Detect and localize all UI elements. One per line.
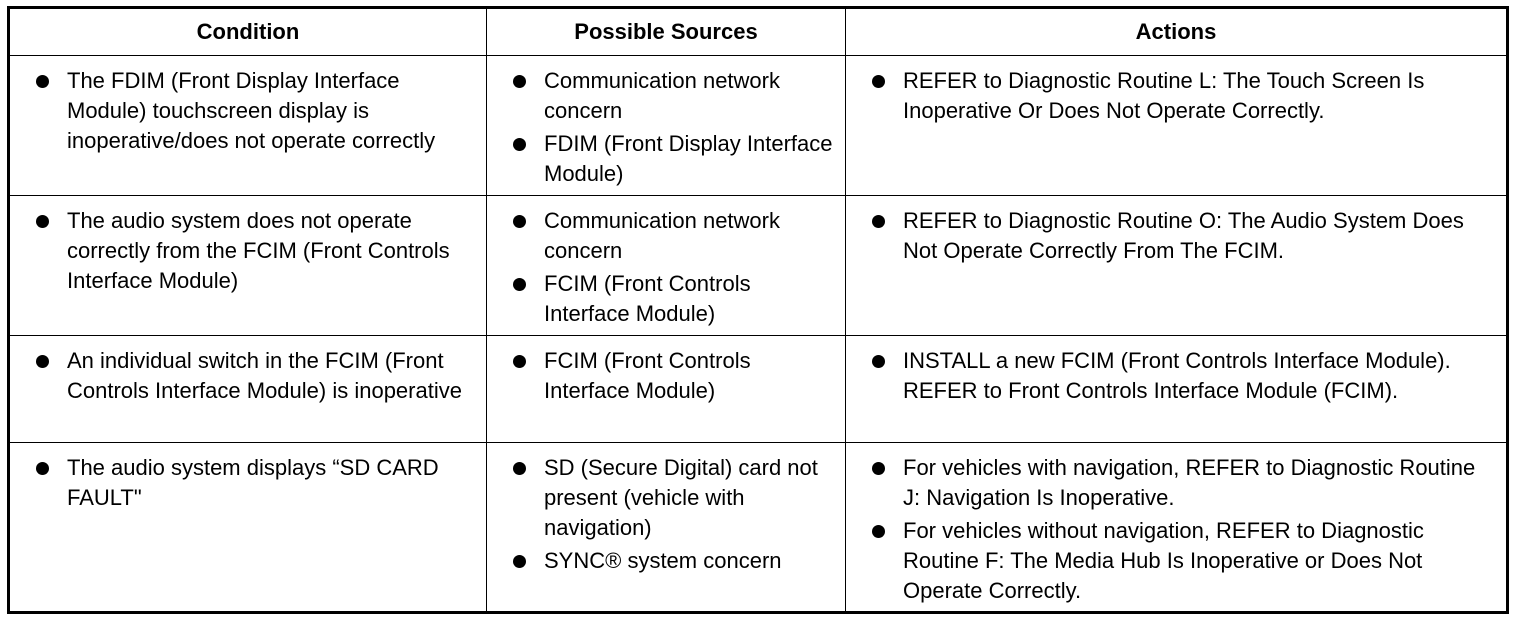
condition-cell: The audio system displays “SD CARD FAULT…	[8, 442, 487, 613]
list-item-text: REFER to Diagnostic Routine L: The Touch…	[903, 68, 1425, 123]
list-item-text: Communication network concern	[544, 68, 780, 123]
list-item: INSTALL a new FCIM (Front Controls Inter…	[868, 346, 1498, 406]
actions-list: For vehicles with navigation, REFER to D…	[846, 443, 1506, 606]
list-item-text: INSTALL a new FCIM (Front Controls Inter…	[903, 348, 1451, 403]
list-item-text: The FDIM (Front Display Interface Module…	[67, 68, 436, 153]
condition-cell: The audio system does not operate correc…	[8, 195, 487, 336]
list-item: An individual switch in the FCIM (Front …	[32, 346, 478, 406]
sources-cell: FCIM (Front Controls Interface Module)	[486, 335, 846, 443]
actions-cell: REFER to Diagnostic Routine O: The Audio…	[845, 195, 1508, 336]
list-item: REFER to Diagnostic Routine L: The Touch…	[868, 66, 1498, 126]
list-item: The FDIM (Front Display Interface Module…	[32, 66, 478, 156]
bullet-icon	[513, 355, 526, 368]
bullet-icon	[513, 75, 526, 88]
actions-cell: REFER to Diagnostic Routine L: The Touch…	[845, 55, 1508, 196]
list-item: SYNC® system concern	[509, 546, 837, 576]
list-item: The audio system displays “SD CARD FAULT…	[32, 453, 478, 513]
bullet-icon	[36, 462, 49, 475]
list-item: SD (Secure Digital) card not present (ve…	[509, 453, 837, 543]
list-item-text: For vehicles with navigation, REFER to D…	[903, 455, 1476, 510]
bullet-icon	[872, 525, 885, 538]
list-item: The audio system does not operate correc…	[32, 206, 478, 296]
bullet-icon	[513, 215, 526, 228]
actions-list: REFER to Diagnostic Routine O: The Audio…	[846, 196, 1506, 266]
condition-list: The audio system displays “SD CARD FAULT…	[10, 443, 486, 513]
column-header-possible-sources: Possible Sources	[486, 7, 846, 56]
actions-cell: For vehicles with navigation, REFER to D…	[845, 442, 1508, 613]
bullet-icon	[36, 355, 49, 368]
table-header: Condition Possible Sources Actions	[8, 7, 1508, 56]
condition-cell: The FDIM (Front Display Interface Module…	[8, 55, 487, 196]
table-row: The audio system displays “SD CARD FAULT…	[8, 442, 1508, 613]
list-item-text: FCIM (Front Controls Interface Module)	[544, 271, 751, 326]
list-item: FCIM (Front Controls Interface Module)	[509, 346, 837, 406]
bullet-icon	[872, 75, 885, 88]
list-item-text: Communication network concern	[544, 208, 780, 263]
list-item-text: REFER to Diagnostic Routine O: The Audio…	[903, 208, 1464, 263]
bullet-icon	[513, 138, 526, 151]
diagnostic-table-container: Condition Possible Sources Actions The F…	[7, 6, 1509, 614]
column-header-condition: Condition	[8, 7, 487, 56]
list-item-text: FCIM (Front Controls Interface Module)	[544, 348, 751, 403]
bullet-icon	[872, 355, 885, 368]
list-item-text: The audio system does not operate correc…	[67, 208, 450, 293]
condition-list: An individual switch in the FCIM (Front …	[10, 336, 486, 406]
sources-list: Communication network concern FDIM (Fron…	[487, 56, 845, 189]
table-body: The FDIM (Front Display Interface Module…	[8, 55, 1508, 613]
sources-cell: Communication network concern FDIM (Fron…	[486, 55, 846, 196]
list-item: Communication network concern	[509, 66, 837, 126]
list-item: Communication network concern	[509, 206, 837, 266]
actions-list: REFER to Diagnostic Routine L: The Touch…	[846, 56, 1506, 126]
list-item: REFER to Diagnostic Routine O: The Audio…	[868, 206, 1498, 266]
bullet-icon	[513, 278, 526, 291]
sources-cell: Communication network concern FCIM (Fron…	[486, 195, 846, 336]
sources-list: Communication network concern FCIM (Fron…	[487, 196, 845, 329]
table-row: An individual switch in the FCIM (Front …	[8, 335, 1508, 443]
list-item: For vehicles with navigation, REFER to D…	[868, 453, 1498, 513]
table-row: The FDIM (Front Display Interface Module…	[8, 55, 1508, 196]
list-item-text: The audio system displays “SD CARD FAULT…	[67, 455, 439, 510]
condition-cell: An individual switch in the FCIM (Front …	[8, 335, 487, 443]
diagnostic-table: Condition Possible Sources Actions The F…	[7, 6, 1509, 614]
sources-cell: SD (Secure Digital) card not present (ve…	[486, 442, 846, 613]
header-row: Condition Possible Sources Actions	[8, 7, 1508, 56]
bullet-icon	[872, 462, 885, 475]
bullet-icon	[36, 215, 49, 228]
bullet-icon	[513, 555, 526, 568]
bullet-icon	[36, 75, 49, 88]
list-item-text: An individual switch in the FCIM (Front …	[67, 348, 462, 403]
list-item-text: SYNC® system concern	[544, 548, 782, 573]
list-item-text: For vehicles without navigation, REFER t…	[903, 518, 1424, 603]
list-item: FDIM (Front Display Interface Module)	[509, 129, 837, 189]
actions-cell: INSTALL a new FCIM (Front Controls Inter…	[845, 335, 1508, 443]
condition-list: The audio system does not operate correc…	[10, 196, 486, 296]
sources-list: FCIM (Front Controls Interface Module)	[487, 336, 845, 406]
bullet-icon	[513, 462, 526, 475]
bullet-icon	[872, 215, 885, 228]
table-row: The audio system does not operate correc…	[8, 195, 1508, 336]
list-item: FCIM (Front Controls Interface Module)	[509, 269, 837, 329]
list-item: For vehicles without navigation, REFER t…	[868, 516, 1498, 606]
condition-list: The FDIM (Front Display Interface Module…	[10, 56, 486, 156]
column-header-actions: Actions	[845, 7, 1508, 56]
actions-list: INSTALL a new FCIM (Front Controls Inter…	[846, 336, 1506, 406]
sources-list: SD (Secure Digital) card not present (ve…	[487, 443, 845, 576]
list-item-text: SD (Secure Digital) card not present (ve…	[544, 455, 818, 540]
list-item-text: FDIM (Front Display Interface Module)	[544, 131, 833, 186]
